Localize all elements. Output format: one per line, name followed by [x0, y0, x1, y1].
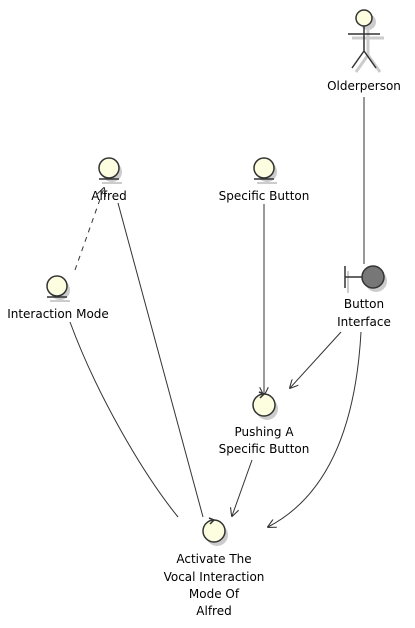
- edge-alfred-to-activate: [117, 202, 204, 518]
- label-pushing-line-1: Pushing A: [234, 425, 294, 439]
- boundary-button-interface: Button Interface: [337, 265, 391, 329]
- label-specific-button: Specific Button: [219, 189, 310, 203]
- entity-icon: [46, 275, 70, 302]
- edge-button-interface-to-pushing: [290, 331, 342, 388]
- control-icon: [252, 391, 278, 420]
- edge-pushing-to-activate: [232, 459, 253, 516]
- edges: [69, 97, 365, 527]
- label-button-interface-line-2: Interface: [337, 315, 391, 329]
- stick-figure-icon: [348, 9, 384, 73]
- entity-icon: [98, 157, 122, 184]
- label-activate-line-2: Vocal Interaction: [164, 570, 265, 584]
- label-interaction-mode: Interaction Mode: [7, 307, 109, 321]
- entity-icon: [253, 157, 277, 184]
- actor-olderperson: Olderperson: [327, 9, 401, 93]
- label-pushing-line-2: Specific Button: [219, 442, 310, 456]
- label-activate-line-1: Activate The: [176, 552, 251, 566]
- entity-specific-button: Specific Button: [219, 157, 310, 203]
- label-olderperson: Olderperson: [327, 79, 401, 93]
- label-activate-line-3: Mode Of: [189, 587, 240, 601]
- edge-button-interface-to-activate: [268, 331, 362, 527]
- label-alfred: Alfred: [91, 189, 126, 203]
- label-activate-line-4: Alfred: [196, 604, 231, 618]
- entity-interaction-mode: Interaction Mode: [7, 275, 109, 321]
- edge-interaction-mode-to-activate: [69, 321, 179, 518]
- control-pushing-a-specific-button: Pushing A Specific Button: [219, 391, 310, 456]
- boundary-icon: [344, 265, 387, 293]
- entity-alfred: Alfred: [91, 157, 127, 203]
- label-button-interface-line-1: Button: [344, 297, 384, 311]
- edge-interaction-mode-to-alfred: [74, 188, 104, 271]
- control-activate-vocal-interaction: Activate The Vocal Interaction Mode Of A…: [164, 517, 265, 618]
- control-icon: [202, 517, 228, 546]
